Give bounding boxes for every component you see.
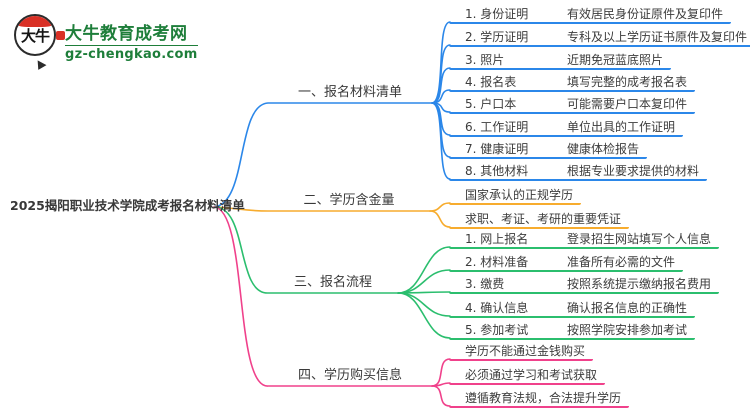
mindmap-node: 5. 户口本 可能需要户口本复印件 <box>449 95 696 114</box>
node-desc: 学历不能通过金钱购买 <box>465 344 586 358</box>
node-desc: 按照学院安排参加考试 <box>567 323 688 337</box>
node-desc: 准备所有必需的文件 <box>567 255 676 269</box>
node-desc: 根据专业要求提供的材料 <box>567 164 700 178</box>
branch-label-2: 二、学历含金量 <box>303 193 395 208</box>
mindmap-node: 4. 报名表 填写完整的成考报名表 <box>449 73 696 92</box>
mindmap-node: 4. 确认信息 确认报名信息的正确性 <box>449 299 696 318</box>
mindmap-node: 1. 身份证明 有效居民身份证原件及复印件 <box>449 5 732 24</box>
node-label: 6. 工作证明 <box>465 120 529 134</box>
mindmap-node: 3. 照片 近期免冠蓝底照片 <box>449 51 672 70</box>
node-desc: 填写完整的成考报名表 <box>567 75 688 89</box>
node-desc: 求职、考证、考研的重要凭证 <box>465 212 622 226</box>
node-label: 2. 材料准备 <box>465 255 529 269</box>
node-label: 2. 学历证明 <box>465 30 529 44</box>
mindmap-node: 2. 学历证明 专科及以上学历证书原件及复印件 <box>449 28 750 47</box>
mindmap-node: 必须通过学习和考试获取 <box>449 366 606 385</box>
mindmap-node: 5. 参加考试 按照学院安排参加考试 <box>449 321 696 340</box>
node-label: 3. 照片 <box>465 53 505 67</box>
mindmap-node: 6. 工作证明 单位出具的工作证明 <box>449 118 684 137</box>
logo-red-arc <box>16 16 54 27</box>
node-desc: 按照系统提示缴纳报名费用 <box>567 277 712 291</box>
branch-label-1: 一、报名材料清单 <box>297 85 402 100</box>
node-label: 8. 其他材料 <box>465 164 529 178</box>
logo-bubble-tail <box>31 60 47 77</box>
node-desc: 必须通过学习和考试获取 <box>465 368 598 382</box>
logo-bubble-text: 大牛 <box>20 27 50 45</box>
central-topic: 2025揭阳职业技术学院成考报名材料清单 <box>10 198 245 213</box>
node-desc: 专科及以上学历证书原件及复印件 <box>567 30 748 44</box>
node-desc: 健康体检报告 <box>567 142 640 156</box>
logo: 大牛 大牛教育成考网 gz-chengkao.com <box>14 14 198 77</box>
node-desc: 遵循教育法规，合法提升学历 <box>465 391 622 405</box>
node-desc: 可能需要户口本复印件 <box>567 97 688 111</box>
mindmap-node: 遵循教育法规，合法提升学历 <box>449 389 630 408</box>
brand-domain: gz-chengkao.com <box>65 45 198 62</box>
node-desc: 确认报名信息的正确性 <box>567 301 688 315</box>
mindmap-node: 7. 健康证明 健康体检报告 <box>449 140 648 159</box>
mindmap-node: 学历不能通过金钱购买 <box>449 342 594 361</box>
node-desc: 有效居民身份证原件及复印件 <box>567 7 724 21</box>
branch-label-3: 三、报名流程 <box>293 275 372 290</box>
mindmap-node: 国家承认的正规学历 <box>449 186 582 205</box>
mindmap-node: 1. 网上报名 登录招生网站填写个人信息 <box>449 230 720 249</box>
brand-block: 大牛教育成考网 gz-chengkao.com <box>65 14 198 62</box>
node-label: 7. 健康证明 <box>465 142 529 156</box>
node-label: 5. 户口本 <box>465 97 517 111</box>
node-desc: 单位出具的工作证明 <box>567 120 676 134</box>
mindmap-node: 2. 材料准备 准备所有必需的文件 <box>449 253 684 272</box>
node-label: 1. 网上报名 <box>465 232 529 246</box>
branch-label-4: 四、学历购买信息 <box>297 368 402 383</box>
node-label: 4. 确认信息 <box>465 301 529 315</box>
seal-icon <box>56 31 65 40</box>
node-desc: 登录招生网站填写个人信息 <box>567 232 712 246</box>
logo-icon: 大牛 <box>14 14 56 56</box>
node-label: 3. 缴费 <box>465 277 505 291</box>
mindmap-node: 求职、考证、考研的重要凭证 <box>449 210 630 229</box>
brand-name: 大牛教育成考网 <box>65 24 188 44</box>
node-label: 5. 参加考试 <box>465 323 529 337</box>
node-desc: 国家承认的正规学历 <box>465 188 574 202</box>
mindmap-node: 8. 其他材料 根据专业要求提供的材料 <box>449 162 708 181</box>
node-label: 1. 身份证明 <box>465 7 529 21</box>
mindmap-node: 3. 缴费 按照系统提示缴纳报名费用 <box>449 275 720 294</box>
node-label: 4. 报名表 <box>465 75 517 89</box>
node-desc: 近期免冠蓝底照片 <box>567 53 664 67</box>
